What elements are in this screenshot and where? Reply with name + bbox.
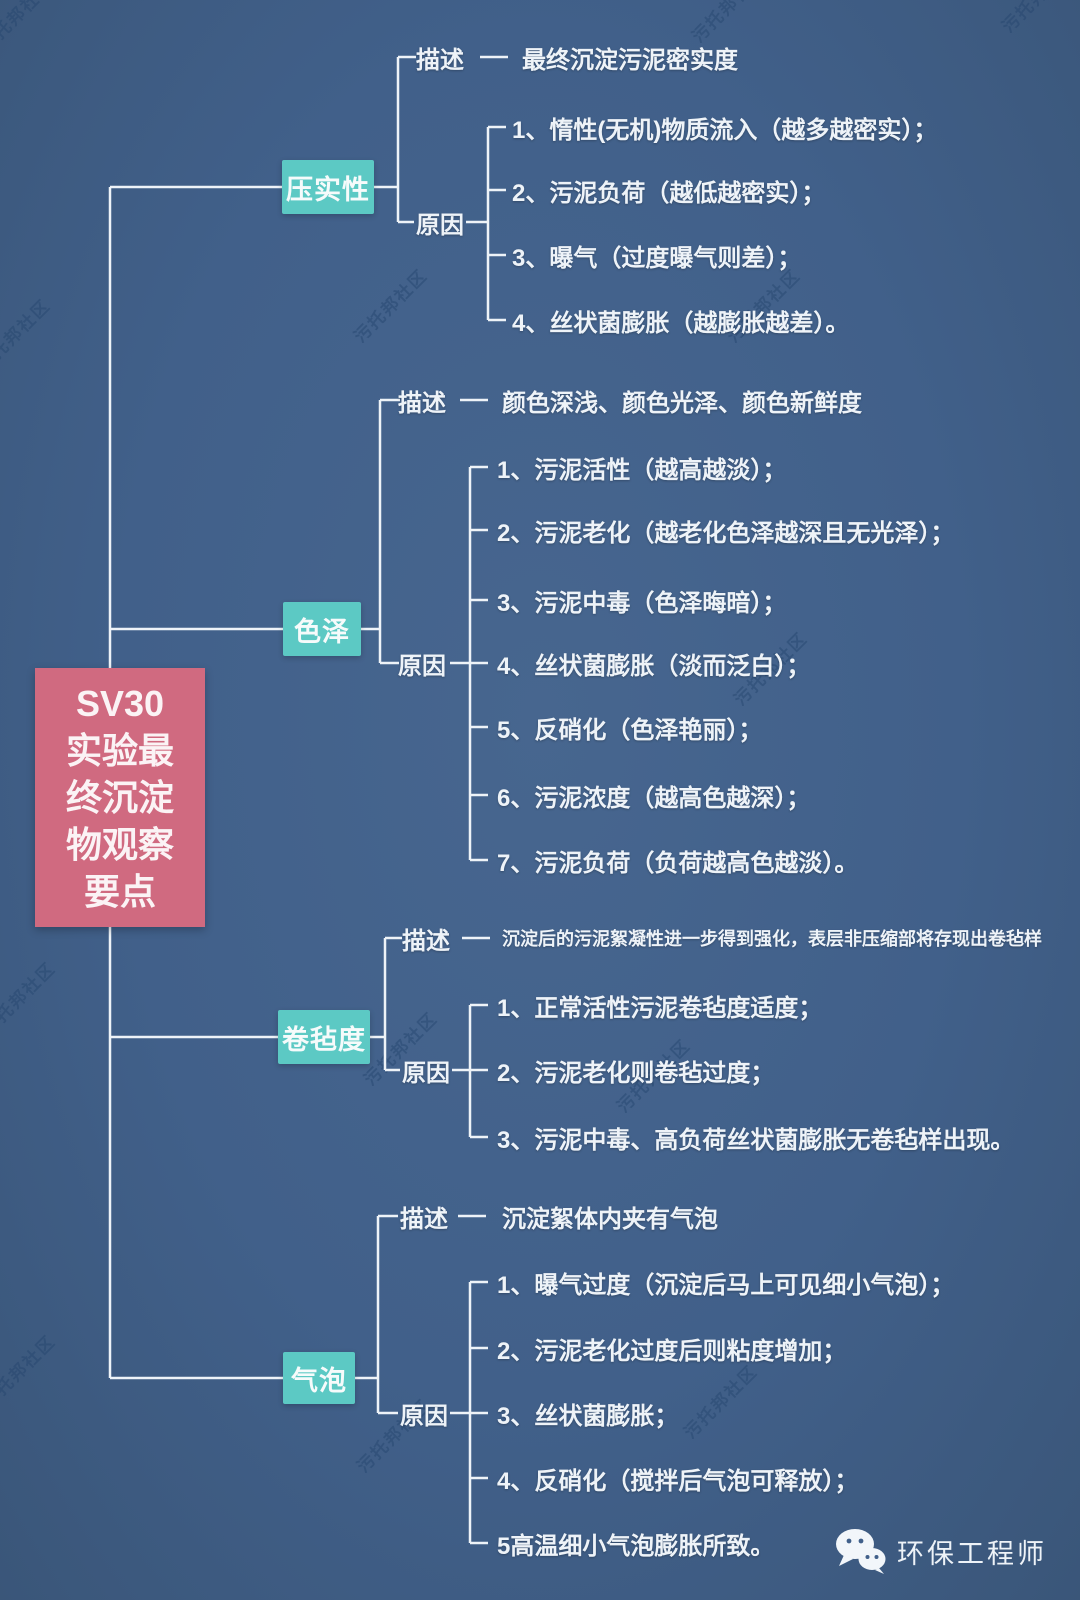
cause-item: 2、污泥老化则卷毡过度；	[497, 1059, 775, 1087]
root-node: SV30 实验最 终沉淀 物观察 要点	[35, 668, 205, 927]
desc-label: 描述	[398, 389, 446, 417]
desc-text: 颜色深浅、颜色光泽、颜色新鲜度	[502, 389, 862, 417]
cause-item: 4、丝状菌膨胀（淡而泛白）；	[497, 652, 811, 680]
cause-item: 3、污泥中毒（色泽晦暗）；	[497, 589, 787, 617]
cause-item: 2、污泥老化（越老化色泽越深且无光泽）；	[497, 519, 955, 547]
cause-item: 4、丝状菌膨胀（越膨胀越差）。	[512, 309, 850, 337]
root-node-line: 要点	[83, 871, 156, 912]
brand-name: 环保工程师	[897, 1538, 1047, 1569]
cause-item: 2、污泥老化过度后则粘度增加；	[497, 1337, 847, 1365]
cause-item: 1、惰性(无机)物质流入（越多越密实）；	[512, 116, 938, 144]
cause-item: 1、正常活性污泥卷毡度适度；	[497, 994, 823, 1022]
branch-color-lines	[361, 398, 488, 862]
cause-item: 4、反硝化（搅拌后气泡可释放）；	[497, 1467, 859, 1495]
cause-label: 原因	[402, 1059, 450, 1087]
brand-footer: 环保工程师	[835, 1528, 1047, 1574]
cause-item: 2、污泥负荷（越低越密实）；	[512, 179, 826, 207]
branch-felting-lines	[370, 936, 490, 1139]
root-node-line: 物观察	[65, 824, 174, 865]
branch-node-bubbles: 气泡	[283, 1352, 355, 1404]
desc-label: 描述	[402, 927, 450, 955]
desc-label: 描述	[416, 46, 464, 74]
desc-text: 沉淀絮体内夹有气泡	[502, 1205, 718, 1233]
root-node-line: 终沉淀	[65, 777, 174, 818]
cause-item: 3、丝状菌膨胀；	[497, 1402, 679, 1430]
cause-item: 3、曝气（过度曝气则差）；	[512, 244, 802, 272]
cause-label: 原因	[398, 652, 446, 680]
desc-label: 描述	[400, 1205, 448, 1233]
cause-item: 1、污泥活性（越高越淡）；	[497, 456, 787, 484]
branch-node-color: 色泽	[283, 602, 361, 656]
cause-item: 5高温细小气泡膨胀所致。	[497, 1532, 775, 1560]
cause-item: 6、污泥浓度（越高色越深）；	[497, 784, 811, 812]
cause-item: 1、曝气过度（沉淀后马上可见细小气泡）；	[497, 1271, 955, 1299]
branch-node-felting: 卷毡度	[278, 1010, 370, 1064]
cause-item: 5、反硝化（色泽艳丽）；	[497, 716, 763, 744]
cause-item: 7、污泥负荷（负荷越高色越淡）。	[497, 849, 859, 877]
root-node-line: SV30	[75, 683, 165, 724]
branch-node-compactness: 压实性	[282, 160, 374, 214]
cause-label: 原因	[400, 1402, 448, 1430]
cause-label: 原因	[416, 211, 464, 239]
branch-bubbles-lines	[355, 1214, 488, 1545]
desc-text: 最终沉淀污泥密实度	[522, 46, 738, 74]
wechat-icon	[836, 1529, 886, 1574]
desc-text: 沉淀后的污泥絮凝性进一步得到强化，表层非压缩部将存现出卷毡样	[502, 929, 1042, 949]
cause-item: 3、污泥中毒、高负荷丝状菌膨胀无卷毡样出现。	[497, 1126, 1015, 1154]
branch-compactness-lines	[374, 55, 508, 322]
root-node-line: 实验最	[65, 730, 174, 771]
